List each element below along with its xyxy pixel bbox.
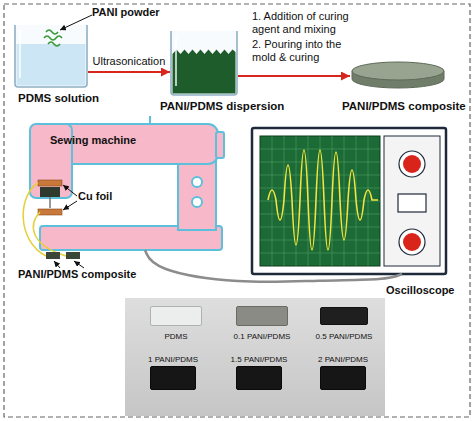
node-label: 0.5 PANI/PDMS bbox=[316, 330, 373, 343]
machine-button bbox=[192, 177, 202, 187]
sample-outline bbox=[321, 367, 366, 390]
composite-piece bbox=[66, 252, 80, 259]
leader-line bbox=[63, 201, 77, 210]
piece-outline bbox=[150, 366, 196, 390]
beaker-glass bbox=[15, 25, 87, 87]
disk-top bbox=[352, 62, 444, 80]
beaker-outline bbox=[171, 31, 237, 95]
piece-outline bbox=[236, 306, 288, 326]
beaker-glass bbox=[171, 31, 237, 95]
copper-foil bbox=[38, 180, 62, 186]
sample-outline bbox=[151, 307, 202, 326]
sample-outline bbox=[321, 308, 368, 325]
sample-piece: 2 PANI/PDMS bbox=[320, 366, 366, 390]
beaker-outline bbox=[15, 25, 87, 87]
needle bbox=[49, 196, 51, 208]
signal-cable bbox=[145, 250, 402, 282]
composite-piece bbox=[40, 187, 60, 197]
scope-display bbox=[398, 194, 426, 212]
sample-piece: 1.5 PANI/PDMS bbox=[236, 366, 282, 390]
piece-outline bbox=[150, 306, 202, 326]
composite-disk: PANI/PDMS composite bbox=[350, 60, 446, 90]
oscilloscope: Oscilloscope bbox=[252, 128, 446, 274]
node-label: PDMS solution bbox=[18, 92, 99, 105]
beaker-outline bbox=[170, 30, 238, 96]
process-arrow bbox=[88, 71, 170, 73]
sewing-machine: Sewing machine bbox=[28, 122, 224, 250]
sample-outline bbox=[151, 367, 196, 390]
edge-label: Ultrasonication bbox=[93, 55, 166, 68]
sample-piece: 1 PANI/PDMS bbox=[150, 366, 196, 390]
lead-wire bbox=[33, 212, 66, 256]
sample-piece: 0.1 PANI/PDMS bbox=[236, 306, 288, 326]
sewing-machine-drawing bbox=[30, 116, 224, 250]
powder-particle bbox=[48, 42, 60, 46]
node-label: PANI/PDMS composite bbox=[342, 100, 466, 113]
node-label: Sewing machine bbox=[50, 134, 136, 147]
sample-piece: PDMS bbox=[150, 306, 202, 326]
glass-highlight bbox=[19, 30, 21, 78]
beaker-liquid bbox=[17, 44, 86, 86]
scope-knob bbox=[399, 229, 425, 255]
node-label: PANI/PDMS dispersion bbox=[160, 100, 284, 113]
oscilloscope-drawing bbox=[252, 128, 446, 274]
leader-line bbox=[63, 185, 77, 196]
scope-knob bbox=[403, 155, 421, 173]
node-label: 1.5 PANI/PDMS bbox=[231, 353, 288, 366]
machine-button bbox=[192, 197, 202, 207]
glass-highlight bbox=[175, 36, 177, 86]
control-panel bbox=[384, 136, 440, 266]
powder-particle bbox=[46, 30, 58, 34]
handwheel bbox=[216, 132, 224, 158]
callout-label: PANI powder bbox=[92, 6, 160, 19]
sample-photo bbox=[125, 298, 385, 416]
spool-pin bbox=[149, 116, 151, 124]
node-label: Oscilloscope bbox=[386, 284, 454, 297]
powder-particle bbox=[44, 36, 62, 40]
sample-outline bbox=[237, 307, 288, 326]
node-label: PDMS bbox=[164, 330, 187, 343]
leader-line bbox=[54, 261, 60, 268]
scope-screen bbox=[260, 136, 380, 266]
signal-trace bbox=[268, 150, 378, 250]
node-label: 2 PANI/PDMS bbox=[318, 353, 368, 366]
scope-case bbox=[252, 128, 446, 274]
pani-powder bbox=[44, 30, 62, 46]
copper-foil bbox=[38, 209, 62, 215]
process-step: 1. Addition of curing agent and mixing bbox=[252, 10, 367, 36]
process-step: 2. Pouring into the mold & curing bbox=[252, 38, 367, 64]
leader-line bbox=[74, 261, 84, 268]
disk-outline bbox=[350, 60, 446, 90]
leader-lines bbox=[54, 15, 92, 268]
process-arrow bbox=[238, 75, 350, 77]
screen-grid bbox=[260, 136, 380, 266]
dashed-frame bbox=[4, 4, 470, 417]
beaker-outline bbox=[14, 24, 88, 88]
piece-outline bbox=[236, 366, 282, 390]
callout-label: PANI/PDMS composite bbox=[18, 268, 136, 281]
composite-piece bbox=[46, 252, 60, 259]
sample-piece: 0.5 PANI/PDMS bbox=[320, 307, 368, 325]
node-label: 0.1 PANI/PDMS bbox=[234, 330, 291, 343]
beaker-liquid bbox=[173, 50, 236, 94]
piece-outline bbox=[320, 366, 366, 390]
piece-outline bbox=[320, 307, 368, 325]
scope-knob bbox=[403, 233, 421, 251]
leader-line bbox=[60, 15, 92, 30]
node-label: 1 PANI/PDMS bbox=[148, 353, 198, 366]
beaker-node: PANI/PDMS dispersion bbox=[170, 30, 238, 96]
callout-label: Cu foil bbox=[78, 190, 112, 203]
beaker-node: PDMS solution bbox=[14, 24, 88, 88]
scope-knob bbox=[399, 151, 425, 177]
sample-outline bbox=[237, 367, 282, 390]
